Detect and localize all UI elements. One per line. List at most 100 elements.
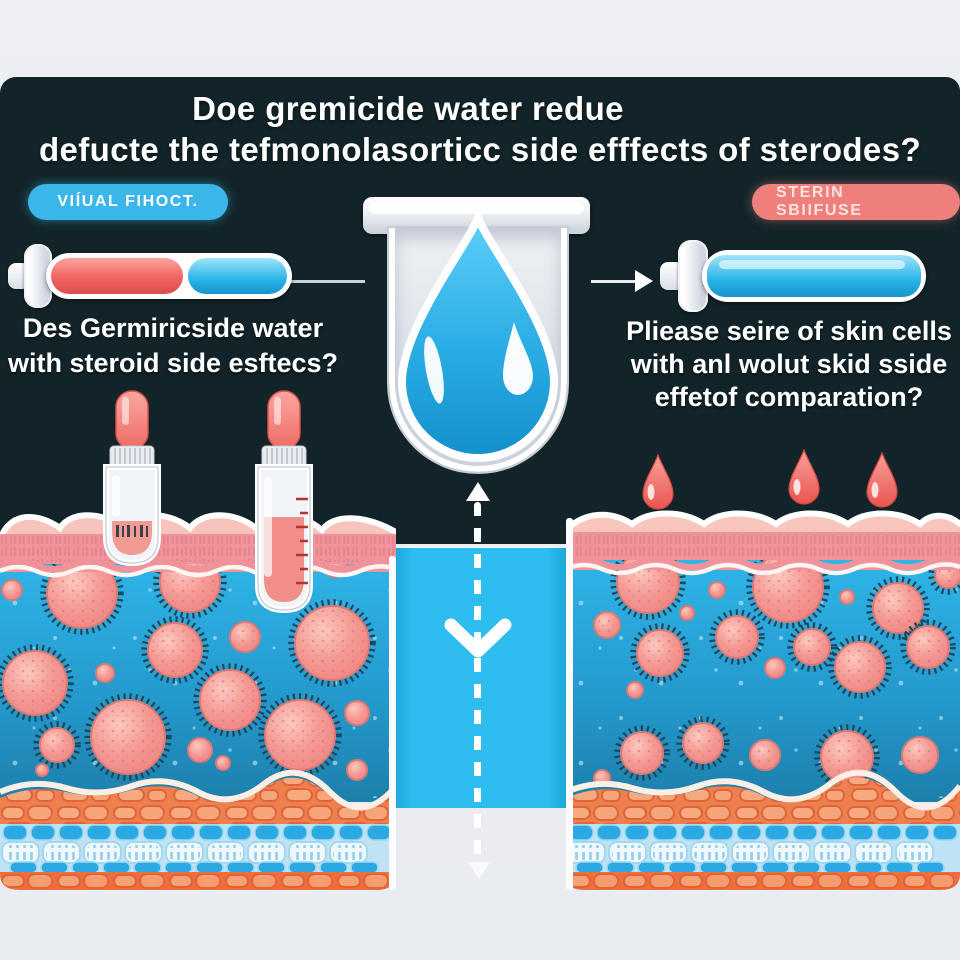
left-caption-line-2: with steroid side esftecs? bbox=[7, 348, 339, 378]
round-skin-cell bbox=[187, 737, 213, 763]
striated-cell-stripes bbox=[333, 845, 364, 860]
basal-capsule bbox=[288, 861, 317, 874]
cell-speckles bbox=[50, 561, 114, 625]
subcutis-white-line bbox=[0, 769, 396, 811]
red-teardrop-icon bbox=[866, 451, 898, 508]
syringe-barrel bbox=[702, 250, 926, 302]
basal-capsule bbox=[254, 824, 280, 841]
basal-capsule bbox=[792, 824, 818, 841]
left-caption-line-1: Des Germiricside water bbox=[22, 313, 324, 343]
basal-capsule bbox=[164, 861, 193, 874]
striated-cell-stripes bbox=[169, 845, 200, 860]
glass-outline bbox=[105, 466, 159, 564]
basal-capsule bbox=[226, 861, 255, 874]
cell-speckles bbox=[824, 734, 870, 780]
glass-shine bbox=[719, 260, 905, 269]
steroid-side-badge-label: STERIN SBIIFUSE bbox=[776, 184, 863, 219]
basal-capsule bbox=[319, 861, 348, 874]
basal-capsule bbox=[596, 824, 622, 841]
cell-spikes bbox=[614, 725, 670, 781]
cell-speckles bbox=[298, 609, 366, 677]
round-skin-cell bbox=[1, 579, 23, 601]
panel-right-border bbox=[389, 556, 396, 890]
epidermis-white-line bbox=[0, 564, 396, 578]
striated-cell-stripes bbox=[87, 845, 118, 860]
infographic-title: Doe gremicide water redue defucte the te… bbox=[0, 88, 960, 170]
basal-capsule bbox=[792, 861, 821, 874]
basal-capsule bbox=[86, 824, 112, 841]
steroid-side-badge: STERIN SBIIFUSE bbox=[752, 184, 960, 220]
cell-speckles bbox=[640, 633, 680, 673]
skin-cells-layer bbox=[0, 545, 376, 781]
striated-cell-stripes bbox=[735, 845, 766, 860]
round-skin-cell bbox=[344, 700, 370, 726]
striated-cell-stripes bbox=[612, 845, 643, 860]
basal-capsule bbox=[680, 824, 706, 841]
skin-section-right bbox=[566, 510, 960, 890]
basal-capsule bbox=[606, 861, 635, 874]
striated-cell-stripes bbox=[899, 845, 930, 860]
striated-cell-stripes bbox=[694, 845, 725, 860]
basal-capsule bbox=[848, 824, 874, 841]
cell-spikes bbox=[828, 635, 892, 699]
panel-left-border bbox=[566, 518, 573, 890]
basal-capsule bbox=[885, 861, 914, 874]
epidermis-white-line bbox=[566, 562, 960, 576]
basal-capsule bbox=[2, 824, 28, 841]
cell-spikes bbox=[676, 716, 730, 770]
cell-speckles bbox=[910, 629, 946, 665]
basal-capsule bbox=[637, 861, 666, 874]
basal-capsule bbox=[310, 824, 336, 841]
basal-capsule bbox=[820, 824, 846, 841]
round-skin-cell bbox=[626, 681, 644, 699]
cap-ribs bbox=[114, 448, 151, 467]
cell-spikes bbox=[141, 616, 209, 684]
subcutis-cobbles bbox=[0, 777, 396, 826]
striated-cell-stripes bbox=[128, 845, 159, 860]
basal-capsule bbox=[736, 824, 762, 841]
cell-spikes bbox=[709, 609, 765, 665]
cell-speckles bbox=[151, 626, 199, 674]
right-caption-line-1: Pliease seire of skin cells bbox=[626, 316, 952, 346]
red-teardrop-icon bbox=[788, 448, 820, 505]
basal-capsule bbox=[652, 824, 678, 841]
syringe-red-fill bbox=[51, 258, 183, 294]
graduated-dropper-bottle-icon bbox=[255, 390, 313, 614]
basal-capsule bbox=[708, 824, 734, 841]
basal-capsule bbox=[170, 824, 196, 841]
cell-speckles bbox=[233, 625, 257, 649]
basal-capsule bbox=[9, 861, 38, 874]
basal-capsule bbox=[133, 861, 162, 874]
basal-capsule bbox=[624, 824, 650, 841]
basal-capsule bbox=[142, 824, 168, 841]
red-teardrop-icon bbox=[642, 453, 674, 510]
round-skin-cell bbox=[95, 663, 115, 683]
cell-speckles bbox=[268, 703, 332, 767]
syringe-barrel bbox=[46, 253, 292, 299]
basal-capsule bbox=[195, 861, 224, 874]
syringe-blue-icon bbox=[660, 240, 926, 312]
connector-line-right bbox=[591, 280, 637, 283]
syringe-blue-fill bbox=[707, 255, 921, 297]
syringe-red-blue-icon bbox=[8, 244, 292, 308]
right-question-caption: Pliease seire of skin cells with anl wol… bbox=[616, 315, 960, 414]
epidermis-texture bbox=[0, 536, 396, 562]
bottom-fat-cobbles bbox=[0, 872, 396, 890]
basal-capsule bbox=[30, 824, 56, 841]
basal-cell-rows bbox=[1, 824, 392, 874]
basal-capsule bbox=[40, 861, 69, 874]
bulb-highlight bbox=[122, 397, 129, 425]
cell-spikes bbox=[630, 623, 690, 683]
cell-speckles bbox=[753, 743, 777, 767]
basal-capsule bbox=[876, 824, 902, 841]
subcutis-cobbles bbox=[566, 777, 960, 826]
basal-cell-rows bbox=[567, 824, 958, 874]
cell-speckles bbox=[719, 619, 755, 655]
up-arrowhead-icon bbox=[466, 482, 490, 501]
skin-top-outline bbox=[566, 510, 960, 533]
droplet-highlight-small bbox=[503, 322, 533, 395]
skin-top-outline bbox=[0, 512, 396, 543]
down-chevron-icon bbox=[444, 618, 512, 658]
striated-cell-stripes bbox=[251, 845, 282, 860]
round-skin-cell bbox=[215, 755, 231, 771]
